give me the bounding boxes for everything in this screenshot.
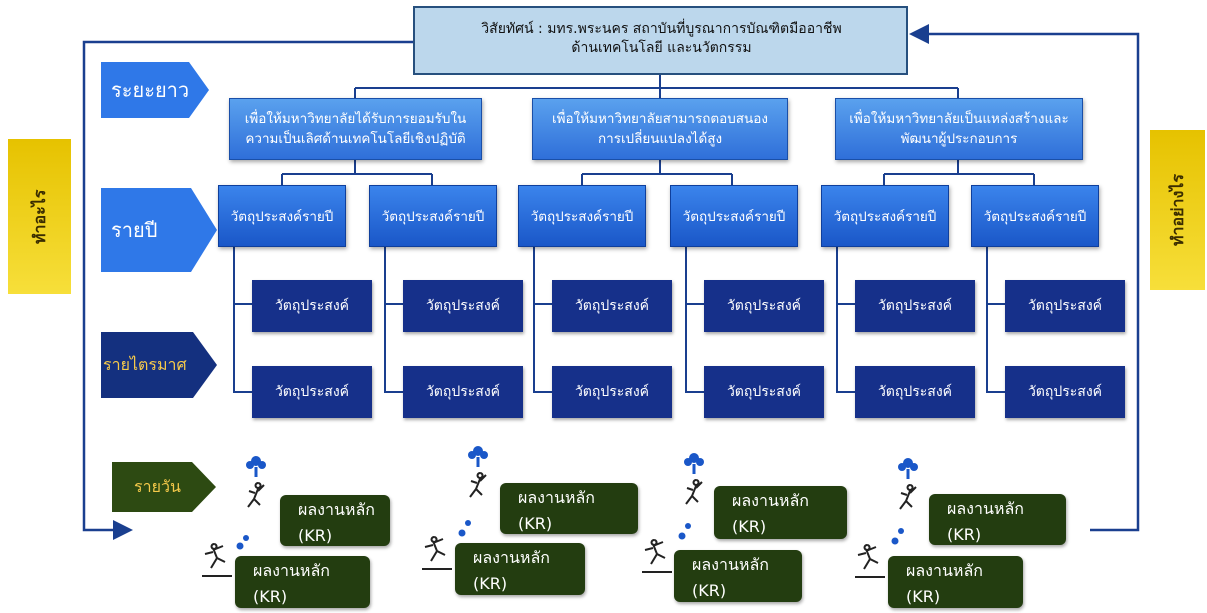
vision-box: วิสัยทัศน์ : มทร.พระนคร สถาบันที่บูรณากา… <box>413 6 908 75</box>
key-result-card: ผลงานหลัก (KR) <box>929 494 1066 545</box>
climber-icon <box>855 528 904 578</box>
goal-2-line1: เพื่อให้มหาวิทยาลัยสามารถตอบสนอง <box>552 111 768 127</box>
quarterly-objective: วัตถุประสงค์ <box>1005 366 1125 418</box>
kr-label: ผลงานหลัก <box>692 555 769 574</box>
key-result-card: ผลงานหลัก (KR) <box>714 486 847 539</box>
kr-label: ผลงานหลัก <box>298 500 375 519</box>
key-result-card: ผลงานหลัก (KR) <box>500 483 638 534</box>
climber-icon <box>684 453 704 505</box>
quarterly-objective: วัตถุประสงค์ <box>704 280 824 332</box>
kr-label: ผลงานหลัก <box>518 488 595 507</box>
level-annual: รายปี <box>111 218 158 242</box>
quarterly-objective: วัตถุประสงค์ <box>855 280 975 332</box>
goal-2: เพื่อให้มหาวิทยาลัยสามารถตอบสนอง การเปลี… <box>532 98 788 160</box>
goal-1-line2: ความเป็นเลิศด้านเทคโนโลยีเชิงปฏิบัติ <box>245 131 466 147</box>
quarterly-objective: วัตถุประสงค์ <box>403 280 523 332</box>
climber-icon <box>246 456 266 508</box>
climber-icon <box>898 458 918 510</box>
kr-code: (KR) <box>298 526 333 545</box>
annual-objective: วัตถุประสงค์รายปี <box>821 185 949 247</box>
climber-icon <box>202 535 249 577</box>
key-result-card: ผลงานหลัก (KR) <box>235 556 370 608</box>
key-result-card: ผลงานหลัก (KR) <box>674 550 802 602</box>
side-what: ทำอะไร <box>8 139 71 294</box>
quarterly-objective: วัตถุประสงค์ <box>552 366 672 418</box>
climber-icon <box>468 446 488 498</box>
kr-code: (KR) <box>692 581 727 600</box>
goal-1: เพื่อให้มหาวิทยาลัยได้รับการยอมรับใน ควา… <box>229 98 482 160</box>
kr-code: (KR) <box>732 517 767 536</box>
kr-code: (KR) <box>518 514 553 533</box>
kr-label: ผลงานหลัก <box>253 561 330 580</box>
vision-line1: วิสัยทัศน์ : มทร.พระนคร สถาบันที่บูรณากา… <box>481 21 842 37</box>
daily-arrow <box>112 462 216 512</box>
quarterly-objective: วัตถุประสงค์ <box>1005 280 1125 332</box>
goal-3-line2: พัฒนาผู้ประกอบการ <box>900 131 1018 147</box>
kr-label: ผลงานหลัก <box>473 548 550 567</box>
level-long-term: ระยะยาว <box>111 78 190 102</box>
quarterly-objective: วัตถุประสงค์ <box>252 280 372 332</box>
annual-objective: วัตถุประสงค์รายปี <box>971 185 1099 247</box>
long-term-arrow <box>101 62 209 118</box>
key-result-card: ผลงานหลัก (KR) <box>888 556 1023 608</box>
quarterly-arrow <box>101 332 217 398</box>
kr-code: (KR) <box>473 574 508 593</box>
goal-3: เพื่อให้มหาวิทยาลัยเป็นแหล่งสร้างและ พัฒ… <box>835 98 1083 160</box>
annual-objective: วัตถุประสงค์รายปี <box>218 185 346 247</box>
quarterly-objective: วัตถุประสงค์ <box>855 366 975 418</box>
level-quarterly: รายไตรมาศ <box>103 354 187 374</box>
kr-label: ผลงานหลัก <box>906 561 983 580</box>
kr-code: (KR) <box>906 587 941 606</box>
kr-code: (KR) <box>947 525 982 544</box>
key-result-card: ผลงานหลัก (KR) <box>455 543 585 595</box>
goal-1-line1: เพื่อให้มหาวิทยาลัยได้รับการยอมรับใน <box>244 111 467 127</box>
goal-2-line2: การเปลี่ยนแปลงได้สูง <box>597 131 723 147</box>
quarterly-objective: วัตถุประสงค์ <box>704 366 824 418</box>
kr-label: ผลงานหลัก <box>732 491 809 510</box>
level-daily: รายวัน <box>134 476 181 496</box>
side-how: ทำอย่างไร <box>1150 130 1205 290</box>
climber-icon <box>422 520 471 570</box>
climber-icon <box>642 523 691 573</box>
annual-objective: วัตถุประสงค์รายปี <box>670 185 798 247</box>
goal-3-line1: เพื่อให้มหาวิทยาลัยเป็นแหล่งสร้างและ <box>849 111 1069 127</box>
quarterly-objective: วัตถุประสงค์ <box>252 366 372 418</box>
kr-code: (KR) <box>253 587 288 606</box>
vision-line2: ด้านเทคโนโลยี และนวัตกรรม <box>571 40 752 56</box>
key-result-card: ผลงานหลัก (KR) <box>280 495 390 546</box>
annual-arrow <box>101 188 217 272</box>
annual-objective: วัตถุประสงค์รายปี <box>369 185 497 247</box>
kr-label: ผลงานหลัก <box>947 499 1024 518</box>
quarterly-objective: วัตถุประสงค์ <box>403 366 523 418</box>
quarterly-objective: วัตถุประสงค์ <box>552 280 672 332</box>
annual-objective: วัตถุประสงค์รายปี <box>518 185 646 247</box>
